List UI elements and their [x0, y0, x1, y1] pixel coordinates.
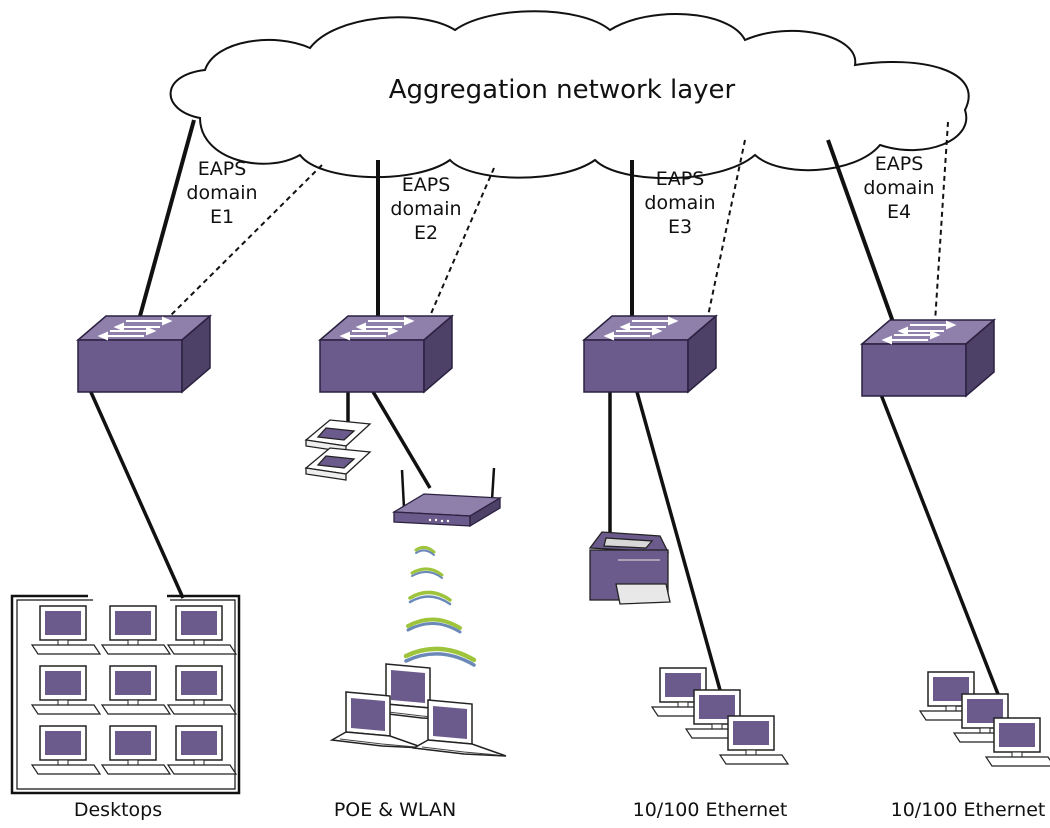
desktop-monitor-icon	[167, 605, 237, 655]
group-label-ethernet-e4: 10/100 Ethernet	[891, 799, 1046, 821]
desktop-monitor-icon	[101, 725, 171, 775]
svg-text:E1: E1	[210, 206, 234, 228]
svg-text:domain: domain	[863, 177, 934, 199]
aggregation-cloud	[169, 10, 970, 180]
svg-text:EAPS: EAPS	[198, 158, 247, 180]
desktops-group	[10, 594, 241, 795]
desktop-monitor-icon	[167, 665, 237, 715]
eaps-label-e1: EAPS domain E1	[186, 158, 257, 228]
svg-text:E3: E3	[668, 216, 692, 238]
desktop-monitor-icon	[167, 725, 237, 775]
desktop-monitor-icon	[31, 605, 101, 655]
desktop-monitor-icon	[31, 725, 101, 775]
group-label-ethernet-e3: 10/100 Ethernet	[633, 799, 788, 821]
desktop-monitor-icon	[101, 605, 171, 655]
svg-text:domain: domain	[390, 198, 461, 220]
desktop-monitor-icon	[31, 665, 101, 715]
desktop-monitor-icon	[719, 715, 789, 765]
eaps-label-e4: EAPS domain E4	[863, 153, 934, 223]
svg-text:EAPS: EAPS	[402, 174, 451, 196]
ethernet-computers-e3	[651, 667, 789, 765]
ethernet-computers-e4	[919, 671, 1050, 767]
group-label-desktops: Desktops	[74, 799, 162, 821]
svg-text:domain: domain	[644, 192, 715, 214]
downlinks	[88, 389, 1007, 713]
switch-e3	[583, 315, 717, 393]
printer-icon	[588, 531, 671, 605]
wireless-access-point-icon	[391, 467, 503, 528]
svg-text:E4: E4	[887, 201, 911, 223]
svg-text:EAPS: EAPS	[875, 153, 924, 175]
cloud-label: Aggregation network layer	[389, 75, 736, 105]
switch-e1	[77, 315, 211, 393]
eaps-label-e3: EAPS domain E3	[644, 168, 715, 238]
uplinks	[138, 119, 949, 323]
laptops-group	[331, 663, 507, 757]
desktop-monitor-icon	[985, 717, 1050, 767]
desktop-monitor-icon	[101, 665, 171, 715]
switch-e4	[861, 319, 995, 397]
svg-text:domain: domain	[186, 182, 257, 204]
svg-text:EAPS: EAPS	[656, 168, 705, 190]
laptop-icon	[413, 699, 507, 757]
eaps-label-e2: EAPS domain E2	[390, 174, 461, 244]
ip-phone-icon	[304, 419, 372, 481]
wifi-signal-icon	[403, 545, 477, 667]
group-label-poe-wlan: POE & WLAN	[334, 799, 456, 821]
svg-text:E2: E2	[414, 222, 438, 244]
switch-e2	[319, 315, 453, 393]
